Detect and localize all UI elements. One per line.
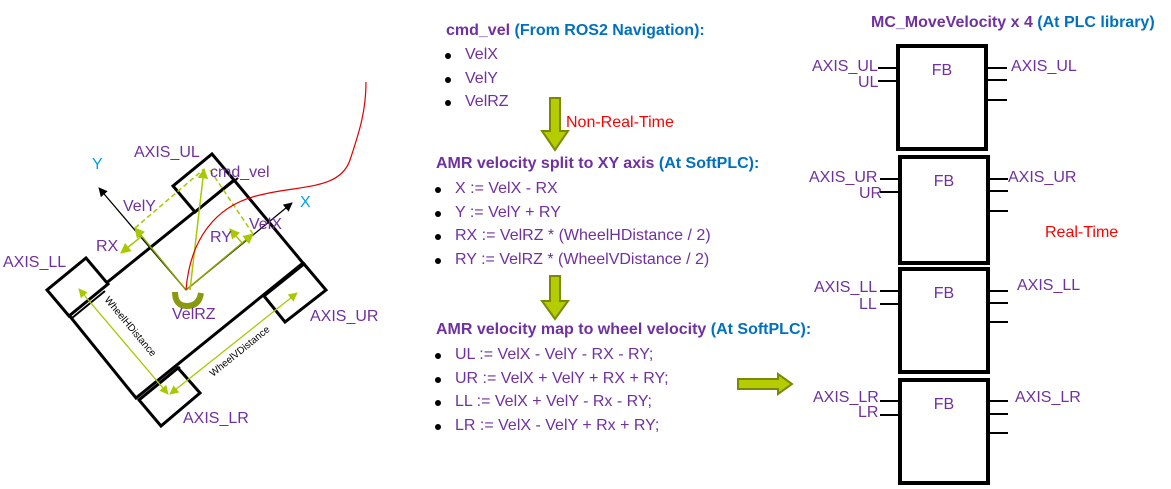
list-item: X := VelX - RX (433, 177, 711, 201)
fb-label: FB (933, 173, 955, 190)
rx-label: RX (96, 238, 119, 255)
list-item: LR := VelX - VelY + Rx + RY; (433, 414, 669, 438)
section3-list: UL := VelX - VelY - RX - RY; UR := VelX … (433, 343, 669, 437)
fb-output-axis-label: AXIS_UL (1011, 58, 1077, 75)
fb-output-pin (989, 290, 1008, 292)
fb-output-pin (989, 210, 1008, 212)
section2-source: (At SoftPLC): (658, 155, 760, 172)
section2-heading: AMR velocity split to XY axis (At SoftPL… (436, 155, 759, 173)
fb-input-pin (880, 400, 899, 402)
fb-input-pin (880, 191, 899, 193)
ry-label: RY (210, 229, 232, 246)
projection-line (209, 169, 254, 235)
fb-input-vel-label: LL (859, 296, 877, 313)
fb-input-pin (878, 80, 897, 82)
list-item: Y := VelY + RY (433, 201, 711, 225)
ry-vector (229, 228, 243, 244)
fb-input-axis-label: AXIS_LL (814, 279, 878, 296)
plc-heading: MC_MoveVelocity x 4 (At PLC library) (871, 14, 1155, 32)
fb-output-pin (987, 67, 1007, 69)
real-time-label: Real-Time (1045, 224, 1119, 241)
fb-output-pin (989, 400, 1008, 402)
list-item: RX := VelRZ * (WheelHDistance / 2) (433, 224, 711, 248)
fb-output-pin (987, 79, 1007, 81)
plc-title: MC_MoveVelocity x 4 (871, 14, 1033, 31)
fb-output-pin (989, 321, 1008, 323)
fb-label: FB (933, 396, 955, 413)
down-arrow-icon (540, 275, 570, 321)
projection-line (134, 168, 205, 229)
fb-block-ul: FB (896, 44, 988, 151)
list-item: RY := VelRZ * (WheelVDistance / 2) (433, 248, 711, 272)
fb-output-axis-label: AXIS_LL (1017, 277, 1081, 294)
list-item: VelRZ (443, 90, 509, 114)
down-arrow-icon (540, 97, 570, 152)
non-real-time-label: Non-Real-Time (566, 114, 674, 131)
wheel-ul-label: AXIS_UL (134, 144, 200, 161)
plc-source: (At PLC library) (1037, 14, 1155, 31)
section3-title: AMR velocity map to wheel velocity (436, 321, 707, 338)
fb-block-ll: FB (898, 267, 990, 374)
section2-list: X := VelX - RX Y := VelY + RY RX := VelR… (433, 177, 711, 271)
fb-input-pin (880, 414, 899, 416)
fb-input-vel-label: UR (859, 185, 883, 202)
fb-label: FB (931, 62, 953, 79)
section2-title: AMR velocity split to XY axis (436, 155, 655, 172)
wheel-h-distance-arrow (78, 288, 169, 395)
cmd-vel-vector (189, 167, 209, 291)
x-axis-label: X (300, 194, 311, 211)
fb-output-pin (989, 432, 1008, 434)
fb-label: FB (933, 285, 955, 302)
wheel-ll-label: AXIS_LL (3, 254, 67, 271)
wheel-ll (44, 255, 111, 319)
list-item: UR := VelX + VelY + RX + RY; (433, 367, 669, 391)
right-arrow-icon (737, 372, 794, 396)
fb-output-axis-label: AXIS_LR (1015, 389, 1081, 406)
y-axis-label: Y (92, 156, 103, 173)
section1-title: cmd_vel (446, 22, 511, 39)
wheel-v-distance-arrow (169, 292, 298, 395)
section3-heading: AMR velocity map to wheel velocity (At S… (436, 321, 811, 339)
section1-source: (From ROS2 Navigation): (514, 22, 705, 39)
fb-output-pin (989, 190, 1008, 192)
section3-source: (At SoftPLC): (710, 321, 812, 338)
list-item: VelX (443, 43, 509, 67)
fb-input-vel-label: UL (858, 74, 879, 91)
section1-heading: cmd_vel (From ROS2 Navigation): (446, 22, 705, 40)
robot-body (65, 177, 306, 401)
fb-input-axis-label: AXIS_UL (812, 58, 878, 75)
fb-output-pin (987, 99, 1007, 101)
rx-vector (120, 235, 143, 254)
wheel-ul (170, 151, 237, 215)
robot-diagram: WheelHDistance WheelVDistance (44, 81, 367, 429)
fb-input-pin (880, 178, 899, 180)
section1-list: VelX VelY VelRZ (443, 43, 509, 114)
fb-output-axis-label: AXIS_UR (1008, 169, 1077, 186)
fb-block-ur: FB (898, 155, 990, 265)
navigation-path (185, 81, 367, 291)
vel-x-label: VelX (249, 216, 282, 233)
rotation-icon (172, 291, 204, 310)
fb-output-pin (989, 413, 1008, 415)
fb-output-pin (989, 302, 1008, 304)
list-item: VelY (443, 67, 509, 91)
vel-y-vector (134, 227, 187, 291)
list-item: UL := VelX - VelY - RX - RY; (433, 343, 669, 367)
fb-block-lr: FB (898, 378, 990, 485)
wheel-ur-label: AXIS_UR (310, 308, 379, 325)
list-item: LL := VelX + VelY - Rx - RY; (433, 390, 669, 414)
fb-input-pin (880, 290, 899, 292)
fb-input-pin (880, 303, 899, 305)
fb-output-pin (989, 178, 1008, 180)
fb-input-axis-label: AXIS_LR (813, 389, 879, 406)
fb-input-pin (878, 67, 897, 69)
vel-x-vector (185, 233, 254, 291)
cmd-vel-label: cmd_vel (210, 164, 270, 181)
wheel-lr-label: AXIS_LR (183, 410, 249, 427)
vel-rz-label: VelRZ (172, 306, 216, 323)
vel-y-label: VelY (123, 198, 156, 215)
fb-input-vel-label: LR (858, 404, 879, 421)
fb-input-axis-label: AXIS_UR (809, 169, 878, 186)
